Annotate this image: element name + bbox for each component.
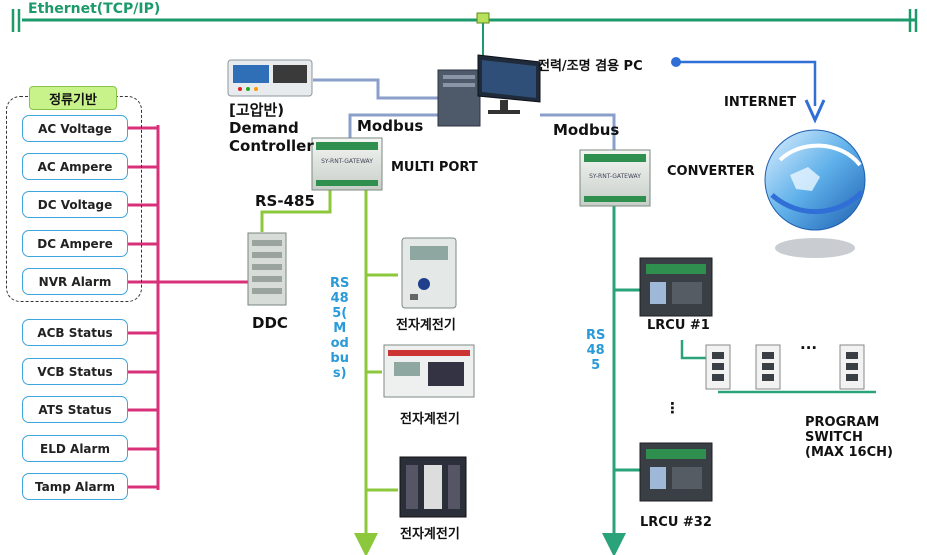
program-switch-1 xyxy=(705,344,731,390)
lrcu-1-label: LRCU #1 xyxy=(647,318,710,333)
demand-controller-device xyxy=(227,59,313,97)
multiport-device: SY-RNT-GATEWAY xyxy=(311,137,383,191)
internet-globe-icon xyxy=(764,129,866,258)
signal-nvr-alarm: NVR Alarm xyxy=(22,268,128,295)
rectifier-panel-title: 정류기반 xyxy=(29,86,117,110)
ethernet-bus xyxy=(11,9,918,60)
demand-controller-label-1: [고압반) xyxy=(229,101,285,119)
relay-meter-2-label: 전자계전기 xyxy=(400,412,460,427)
program-switch-label-1: PROGRAM xyxy=(805,415,880,430)
internet-arrow xyxy=(671,57,826,124)
demand-controller-label-2: Demand xyxy=(229,119,299,137)
converter-label: CONVERTER xyxy=(667,164,755,179)
program-switch-3 xyxy=(839,344,865,390)
lrcu-32-device xyxy=(639,442,713,502)
signal-tamp-alarm: Tamp Alarm xyxy=(22,473,128,500)
signal-eld-alarm: ELD Alarm xyxy=(22,435,128,462)
modbus-label-left: Modbus xyxy=(357,117,424,135)
svg-text:SY-RNT-GATEWAY: SY-RNT-GATEWAY xyxy=(321,158,373,165)
switch-ellipsis: ··· xyxy=(800,339,818,357)
relay-meter-3-label: 전자계전기 xyxy=(400,527,460,542)
program-switch-2 xyxy=(755,344,781,390)
relay-meter-3 xyxy=(399,456,467,518)
signal-acb-status: ACB Status xyxy=(22,319,128,346)
signal-vcb-status: VCB Status xyxy=(22,358,128,385)
lrcu-ellipsis: ⋮ xyxy=(665,399,680,417)
ddc-device xyxy=(247,232,287,306)
converter-device: SY-RNT-GATEWAY xyxy=(579,149,651,207)
signal-dc-ampere: DC Ampere xyxy=(22,230,128,257)
relay-meter-1 xyxy=(401,237,457,309)
ddc-label: DDC xyxy=(252,314,288,332)
program-switch-label-3: (MAX 16CH) xyxy=(805,445,893,460)
rs485-green-lines xyxy=(260,190,398,555)
rs485-label: RS-485 xyxy=(255,192,315,210)
svg-text:SY-RNT-GATEWAY: SY-RNT-GATEWAY xyxy=(589,173,641,180)
internet-label: INTERNET xyxy=(724,95,797,110)
rs485-modbus-vertical-label: RS 48 5( M od bu s) xyxy=(330,276,350,381)
lrcu-32-label: LRCU #32 xyxy=(640,515,712,530)
signal-ats-status: ATS Status xyxy=(22,396,128,423)
signal-dc-voltage: DC Voltage xyxy=(22,191,128,218)
modbus-label-right: Modbus xyxy=(553,121,620,139)
ethernet-label: Ethernet(TCP/IP) xyxy=(28,1,161,17)
pc-device xyxy=(437,54,541,127)
program-switch-label-2: SWITCH xyxy=(805,430,863,445)
signal-ac-ampere: AC Ampere xyxy=(22,153,128,180)
signal-bus xyxy=(128,125,248,490)
rs485-vertical-label-right: RS 48 5 xyxy=(586,328,606,373)
demand-controller-label-3: Controller xyxy=(229,137,314,155)
rs485-teal-lines xyxy=(602,205,640,555)
modbus-lines xyxy=(313,78,616,150)
switch-bus xyxy=(680,340,876,394)
relay-meter-2 xyxy=(383,344,475,398)
lrcu-1-device xyxy=(639,257,713,317)
multiport-label: MULTI PORT xyxy=(391,160,478,175)
pc-label: 전력/조명 겸용 PC xyxy=(538,59,643,74)
relay-meter-1-label: 전자계전기 xyxy=(396,318,456,333)
signal-ac-voltage: AC Voltage xyxy=(22,115,128,142)
